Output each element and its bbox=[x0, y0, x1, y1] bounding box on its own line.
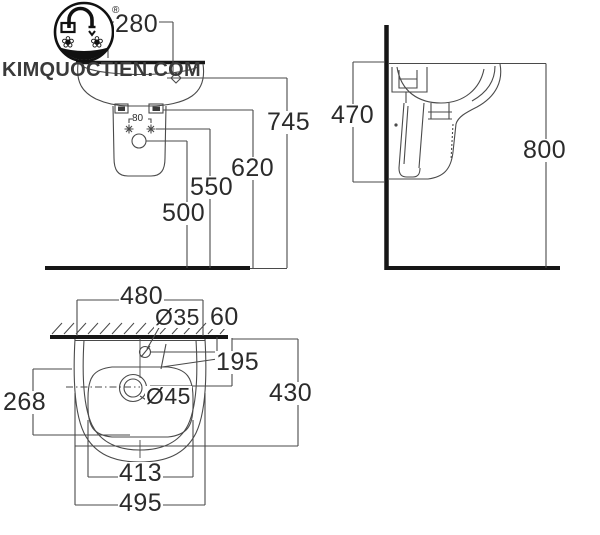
logo-flower-left: ❀ bbox=[61, 35, 74, 52]
dim-label-430: 430 bbox=[268, 379, 314, 407]
dim800-lines bbox=[389, 62, 547, 268]
dim-label-tap-hole: Ø35 bbox=[154, 304, 201, 330]
fixing-hole-left-slot bbox=[118, 106, 125, 111]
logo-basin-crescent bbox=[58, 47, 110, 60]
dim-label-620: 620 bbox=[230, 154, 276, 182]
fixing-hole-left bbox=[114, 103, 129, 114]
cross-marker-left bbox=[124, 124, 134, 134]
dim-label-drain-hole: Ø45 bbox=[145, 383, 192, 409]
dim-label-80: 80 bbox=[132, 113, 144, 124]
front-deck-curve bbox=[83, 66, 199, 75]
side-drain-assembly bbox=[428, 103, 452, 120]
dim745-lines bbox=[182, 77, 288, 270]
dim-label-60: 60 bbox=[209, 303, 240, 331]
dim620-lines bbox=[163, 109, 254, 268]
fixing-hole-right bbox=[148, 103, 164, 114]
dim-label-480: 480 bbox=[119, 282, 165, 310]
dim-label-268: 268 bbox=[2, 388, 48, 416]
dim-label-413: 413 bbox=[118, 459, 164, 487]
tap-hole-leader bbox=[146, 325, 161, 350]
fixing-hole-right-slot bbox=[152, 106, 160, 111]
dim268-lines bbox=[32, 368, 130, 436]
dim-label-500: 500 bbox=[161, 199, 207, 227]
side-bowl-curve bbox=[396, 66, 485, 104]
dim-label-195: 195 bbox=[215, 348, 261, 376]
dim-label-745: 745 bbox=[266, 108, 312, 136]
dim-label-470: 470 bbox=[330, 101, 376, 129]
front-pedestal bbox=[112, 105, 167, 177]
front-basin-outline bbox=[77, 63, 205, 107]
dim-label-800: 800 bbox=[522, 136, 568, 164]
dim-label-550: 550 bbox=[189, 173, 235, 201]
registered-trademark-symbol: ® bbox=[112, 5, 120, 16]
cross-marker-right bbox=[146, 124, 156, 134]
side-tap-block bbox=[391, 67, 428, 93]
side-mount-dot bbox=[394, 123, 398, 127]
front-drain-hole bbox=[131, 133, 147, 149]
side-rim-inner bbox=[471, 65, 496, 102]
side-pedestal bbox=[398, 92, 425, 178]
dim80-bracket bbox=[128, 118, 152, 123]
plan-drain-inner bbox=[123, 378, 143, 398]
side-view bbox=[352, 25, 560, 270]
watermark-text: KIMQUOCTIEN.COM bbox=[2, 59, 201, 81]
plan-tap-hole-tick bbox=[140, 345, 151, 358]
side-basin-outer bbox=[389, 63, 502, 180]
plan-bowl-outline bbox=[87, 366, 194, 438]
front-view bbox=[45, 21, 288, 270]
dim-label-495: 495 bbox=[118, 489, 164, 517]
logo-flower-right: ❀ bbox=[90, 35, 103, 52]
logo-faucet-spout bbox=[67, 6, 94, 28]
brand-logo: ❀ ❀ bbox=[44, 1, 130, 71]
rim-callout-leaders bbox=[160, 343, 225, 370]
logo-water-arrow bbox=[88, 30, 96, 37]
dim-label-280: 280 bbox=[114, 10, 160, 38]
brand-logo-graphic: ❀ ❀ bbox=[53, 1, 115, 63]
